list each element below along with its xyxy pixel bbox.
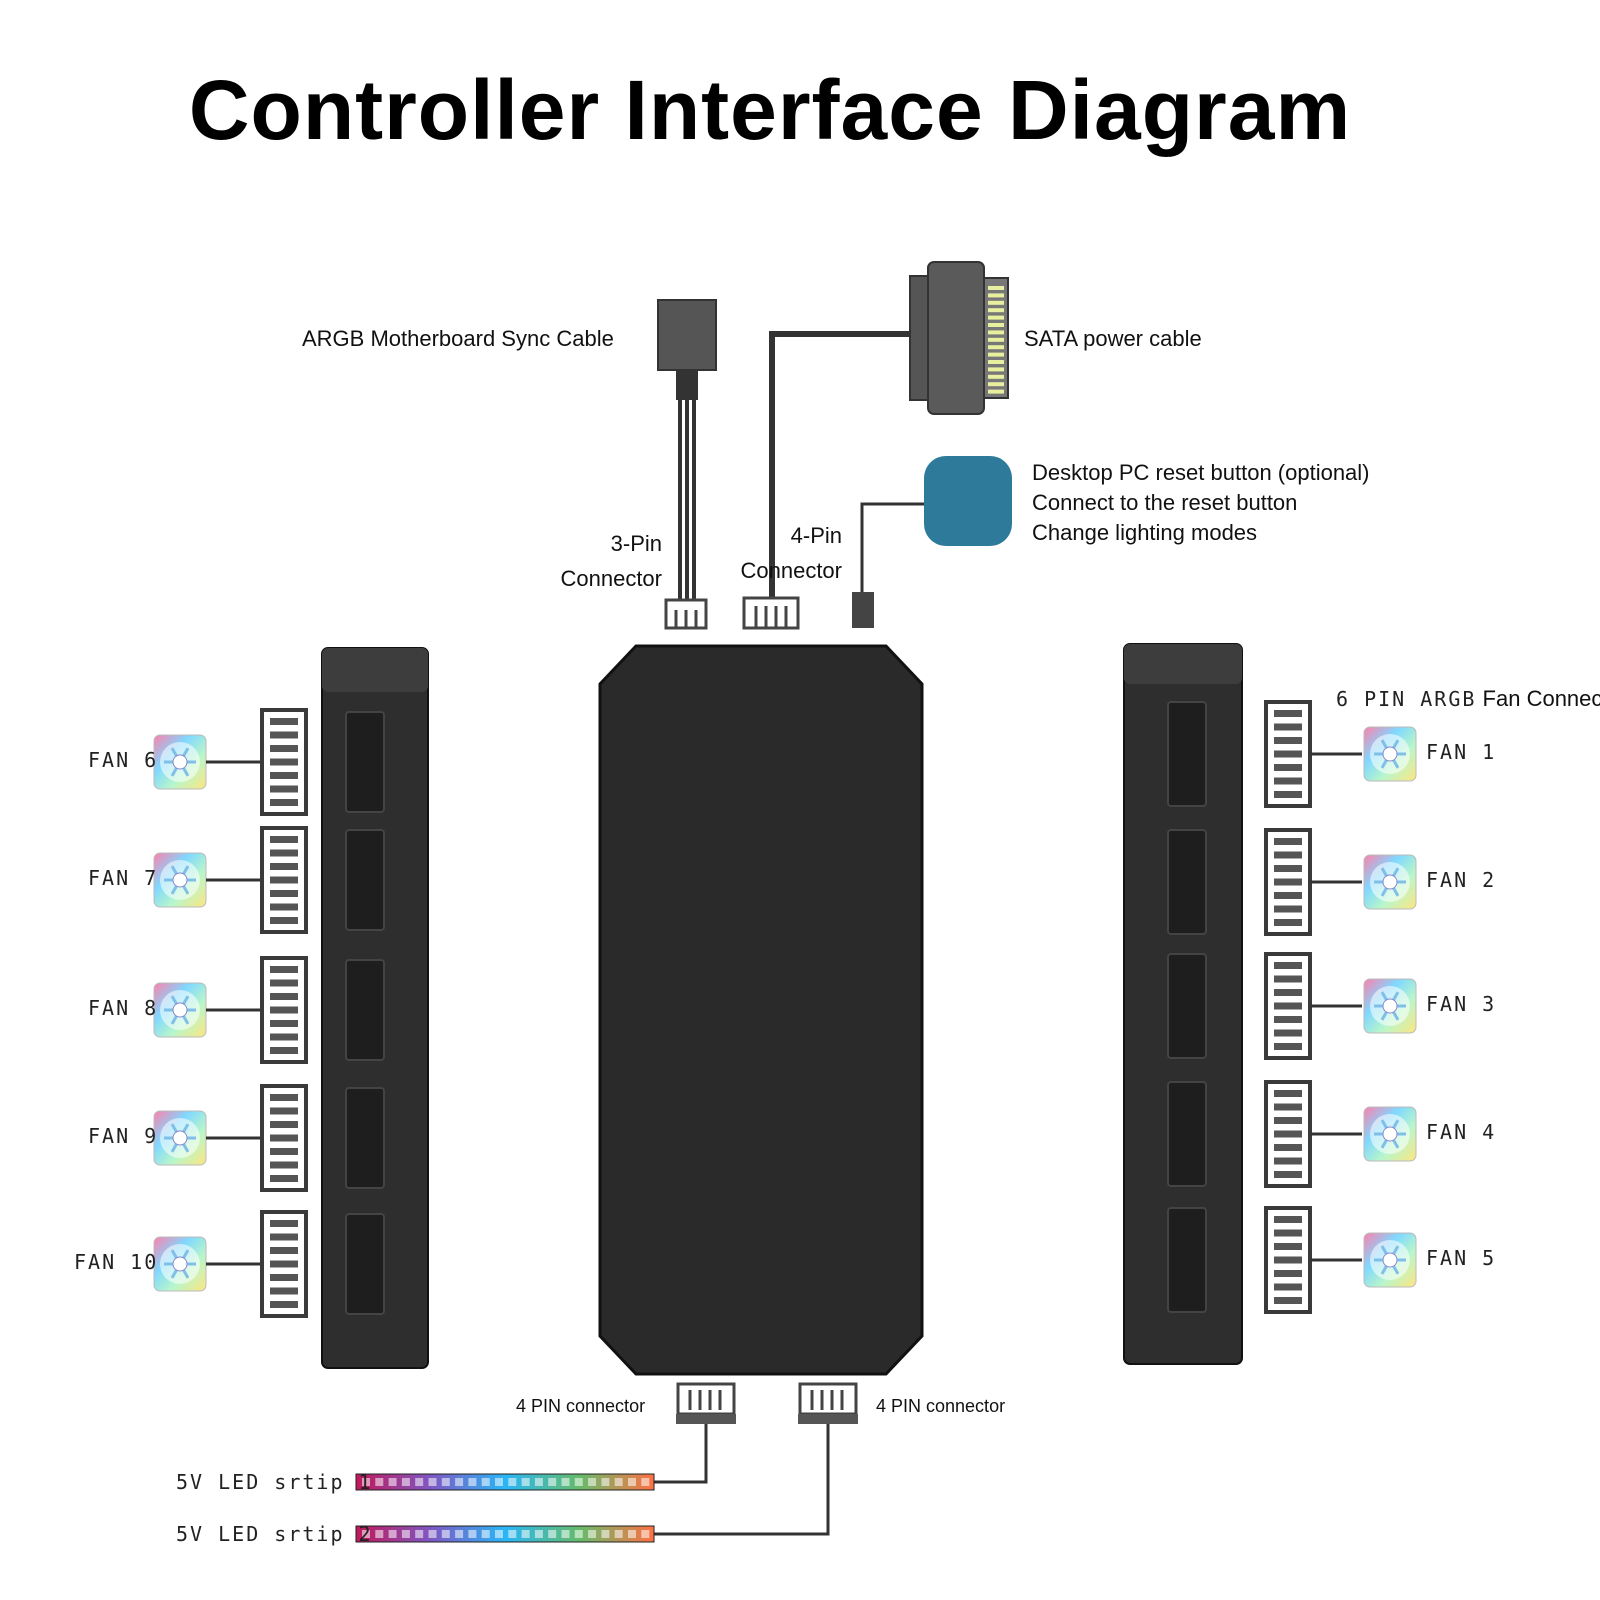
fan-icon: [1363, 1232, 1417, 1288]
four-pin-bottom-left-label: 4 PIN connector: [516, 1396, 646, 1416]
right-hub-bar: [1123, 643, 1243, 1365]
right-hub-slot: [1167, 829, 1207, 935]
fan-label: FAN 10: [74, 1250, 159, 1274]
three-pin-connector: [664, 598, 708, 630]
fan-6-group: [153, 708, 308, 816]
reset-button: [852, 456, 1012, 628]
fan-plug: [260, 826, 308, 934]
sata-power-connector: [769, 261, 1009, 600]
fan-label: FAN 7: [88, 866, 159, 890]
left-hub-slot: [345, 829, 385, 931]
fan-4-group: [1264, 1080, 1417, 1188]
left-hub-slot: [345, 959, 385, 1061]
fan-plug: [260, 956, 308, 1064]
six-pin-argb-label: 6 PIN ARGB Fan Connector: [1336, 686, 1600, 712]
six-pin-argb-suffix: Fan Connector: [1482, 686, 1600, 711]
argb-sync-cable: [657, 299, 717, 600]
left-hub-slot: [345, 1213, 385, 1315]
fan-icon: [153, 1110, 207, 1166]
fan-plug: [1264, 1080, 1312, 1188]
fan-label: FAN 8: [88, 996, 159, 1020]
fan-7-group: [153, 826, 308, 934]
reset-button-description: Desktop PC reset button (optional) Conne…: [1032, 458, 1370, 548]
four-pin-bottom-left-connector: [654, 1382, 736, 1484]
led-strip-2-label: 5V LED srtip 2: [176, 1522, 373, 1546]
fan-10-group: [153, 1210, 308, 1318]
sata-power-cable-label: SATA power cable: [1024, 326, 1202, 351]
reset-line-1: Desktop PC reset button (optional): [1032, 460, 1370, 485]
fan-icon: [1363, 1106, 1417, 1162]
fan-plug: [260, 708, 308, 816]
left-hub-slot: [345, 711, 385, 813]
right-hub-slot: [1167, 953, 1207, 1059]
right-hub-slot: [1167, 1081, 1207, 1187]
fan-9-group: [153, 1084, 308, 1192]
four-pin-top-label-line-1: 4-Pin: [790, 523, 842, 548]
fan-plug: [260, 1210, 308, 1318]
page-title: Controller Interface Diagram: [188, 63, 1352, 157]
fan-icon: [1363, 854, 1417, 910]
right-hub-slot: [1167, 1207, 1207, 1313]
left-hub-slot: [345, 1087, 385, 1189]
fan-8-group: [153, 956, 308, 1064]
four-pin-bottom-right-label: 4 PIN connector: [876, 1396, 1006, 1416]
fan-1-group: [1264, 700, 1417, 808]
fan-icon: [153, 734, 207, 790]
fan-label: FAN 9: [88, 1124, 159, 1148]
reset-line-3: Change lighting modes: [1032, 520, 1258, 545]
left-hub-bar: [321, 647, 429, 1369]
fan-plug: [1264, 828, 1312, 936]
four-pin-bottom-right-connector: [654, 1382, 858, 1536]
fan-5-group: [1264, 1206, 1417, 1314]
fan-icon: [153, 852, 207, 908]
fan-label: FAN 1: [1426, 740, 1497, 764]
fan-2-group: [1264, 828, 1417, 936]
fan-plug: [1264, 700, 1312, 808]
four-pin-top-label: 4-Pin Connector: [718, 518, 842, 588]
three-pin-label-line-1: 3-Pin: [610, 531, 662, 556]
argb-sync-cable-label: ARGB Motherboard Sync Cable: [302, 326, 614, 351]
fan-icon: [1363, 978, 1417, 1034]
central-hub: [598, 644, 924, 1376]
reset-line-2: Connect to the reset button: [1032, 490, 1298, 515]
four-pin-top-connector: [742, 596, 800, 630]
fan-plug: [1264, 952, 1312, 1060]
fan-icon: [1363, 726, 1417, 782]
fan-3-group: [1264, 952, 1417, 1060]
four-pin-top-label-line-2: Connector: [740, 558, 842, 583]
right-hub-slot: [1167, 701, 1207, 807]
six-pin-argb-prefix: 6 PIN ARGB: [1336, 687, 1477, 711]
fan-icon: [153, 1236, 207, 1292]
fan-label: FAN 4: [1426, 1120, 1497, 1144]
three-pin-label-line-2: Connector: [560, 566, 662, 591]
fan-icon: [153, 982, 207, 1038]
led-strip-1-label: 5V LED srtip 1: [176, 1470, 373, 1494]
three-pin-label: 3-Pin Connector: [540, 526, 662, 596]
fan-plug: [1264, 1206, 1312, 1314]
fan-label: FAN 2: [1426, 868, 1497, 892]
fan-label: FAN 3: [1426, 992, 1497, 1016]
led-strip-1: [355, 1473, 655, 1491]
fan-label: FAN 5: [1426, 1246, 1497, 1270]
fan-plug: [260, 1084, 308, 1192]
fan-label: FAN 6: [88, 748, 159, 772]
led-strip-2: [355, 1525, 655, 1543]
